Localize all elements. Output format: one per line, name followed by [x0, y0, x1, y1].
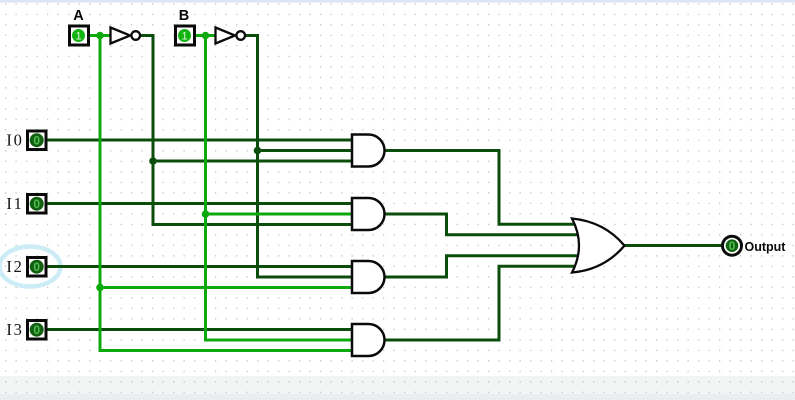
svg-text:I1: I1 — [6, 194, 23, 213]
svg-text:I2: I2 — [6, 257, 23, 276]
svg-text:0: 0 — [33, 197, 40, 211]
svg-text:0: 0 — [729, 239, 736, 253]
svg-text:0: 0 — [33, 134, 40, 148]
svg-text:0: 0 — [33, 260, 40, 274]
svg-text:1: 1 — [75, 31, 81, 43]
svg-text:0: 0 — [33, 323, 40, 337]
svg-text:1: 1 — [181, 31, 187, 43]
svg-text:I3: I3 — [6, 320, 23, 339]
svg-text:A: A — [73, 8, 84, 24]
svg-text:I0: I0 — [6, 131, 23, 150]
svg-text:Output: Output — [745, 240, 787, 254]
svg-text:B: B — [179, 8, 189, 24]
